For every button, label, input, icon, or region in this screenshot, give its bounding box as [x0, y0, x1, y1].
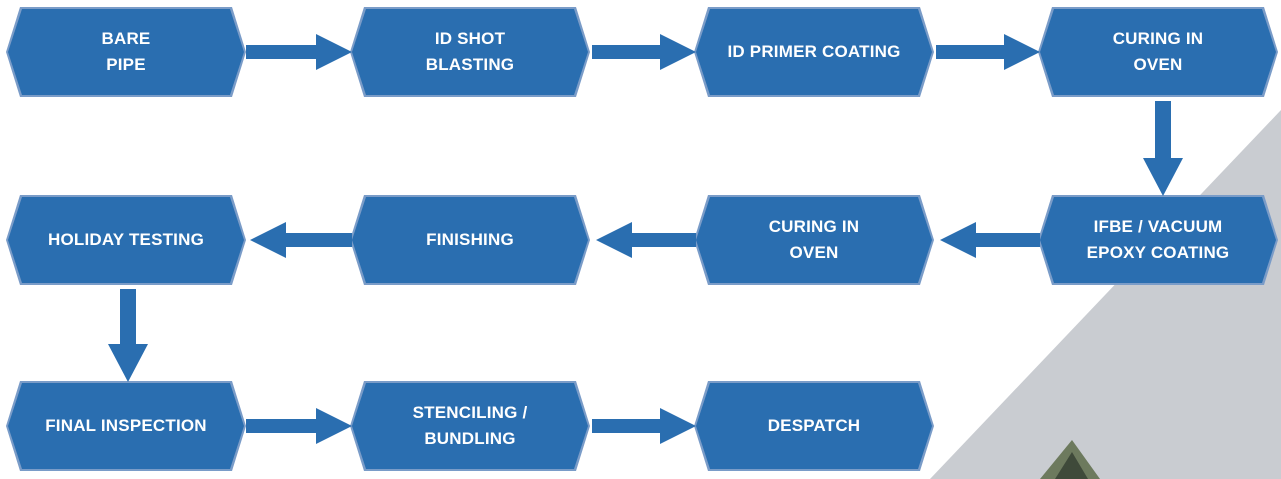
step-curing-in-oven-1: CURING IN OVEN: [1112, 29, 1204, 74]
arrow-holiday-testing-to-final-inspection: [108, 289, 148, 382]
step-box-shape: [696, 383, 932, 469]
step-finishing: FINISHING: [426, 230, 514, 249]
step-curing-in-oven-2: CURING IN OVEN: [768, 217, 860, 262]
arrow-bare-pipe-to-id-shot-blasting: [246, 34, 352, 70]
step-box-shape: [352, 197, 588, 283]
step-box-shape: [352, 9, 588, 95]
step-box-shape: [1040, 9, 1276, 95]
arrow-final-inspection-to-stenciling: [246, 408, 352, 444]
step-box-shape: [8, 383, 244, 469]
step-final-inspection: FINAL INSPECTION: [45, 416, 207, 435]
step-box-shape: [8, 9, 244, 95]
photo-fragment: [1040, 440, 1100, 479]
step-despatch: DESPATCH: [767, 416, 861, 435]
arrow-stenciling-to-despatch: [592, 408, 696, 444]
step-holiday-testing: HOLIDAY TESTING: [47, 230, 205, 249]
step-id-shot-blasting: ID SHOT BLASTING: [425, 29, 515, 74]
arrow-curing-in-oven-to-finishing: [596, 222, 696, 258]
arrow-ifbe-to-curing-in-oven: [940, 222, 1040, 258]
arrow-curing-in-oven-to-ifbe: [1143, 101, 1183, 196]
step-id-primer-coating: ID PRIMER COATING: [727, 42, 901, 61]
step-box-shape: [696, 9, 932, 95]
step-ifbe-vacuum-epoxy-coating: IFBE / VACUUM EPOXY COATING: [1086, 217, 1230, 262]
step-box-shape: [1040, 197, 1276, 283]
step-bare-pipe: BARE PIPE: [101, 29, 151, 74]
step-stenciling-bundling: STENCILING / BUNDLING: [412, 403, 528, 448]
step-box-shape: [8, 197, 244, 283]
step-box-shape: [352, 383, 588, 469]
arrow-finishing-to-holiday-testing: [250, 222, 352, 258]
arrow-id-shot-blasting-to-id-primer-coating: [592, 34, 696, 70]
arrow-id-primer-coating-to-curing-in-oven: [936, 34, 1040, 70]
step-box-shape: [696, 197, 932, 283]
